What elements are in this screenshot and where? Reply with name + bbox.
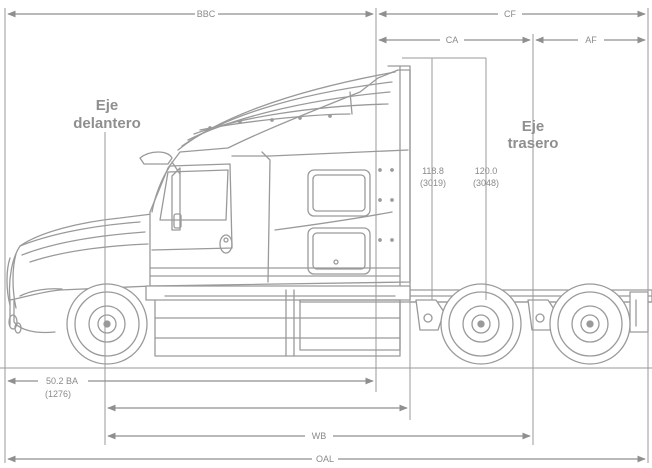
rear-wheel-1	[440, 283, 522, 365]
reference-lines	[0, 8, 652, 463]
dim-height-1: 118.8	[422, 166, 444, 176]
dim-wb: WB	[312, 431, 327, 441]
dimension-arrows	[7, 10, 646, 463]
front-wheel	[66, 283, 148, 365]
dim-af: AF	[585, 35, 597, 45]
dim-bbc: BBC	[197, 9, 216, 19]
dim-height-2: 120.0	[475, 166, 498, 176]
dim-ba-metric: (1276)	[45, 389, 71, 399]
front-axle-label-line1: Eje	[96, 97, 119, 114]
hood	[6, 213, 153, 334]
dim-ba: 50.2 BA	[46, 376, 78, 386]
cab	[139, 65, 411, 301]
dim-ca: CA	[446, 35, 459, 45]
dim-height-2-metric: (3048)	[473, 178, 499, 188]
rear-axle-label-line1: Eje	[522, 118, 545, 135]
rear-wheel-2	[549, 283, 631, 365]
rear-axle-label-line2: trasero	[508, 135, 559, 152]
dim-cf: CF	[504, 9, 516, 19]
dim-oal: OAL	[316, 454, 334, 463]
fuel-tank	[145, 285, 411, 357]
truck-illustration	[6, 65, 652, 365]
front-axle-label-line2: delantero	[73, 115, 141, 132]
dim-height-1-metric: (3019)	[420, 178, 446, 188]
